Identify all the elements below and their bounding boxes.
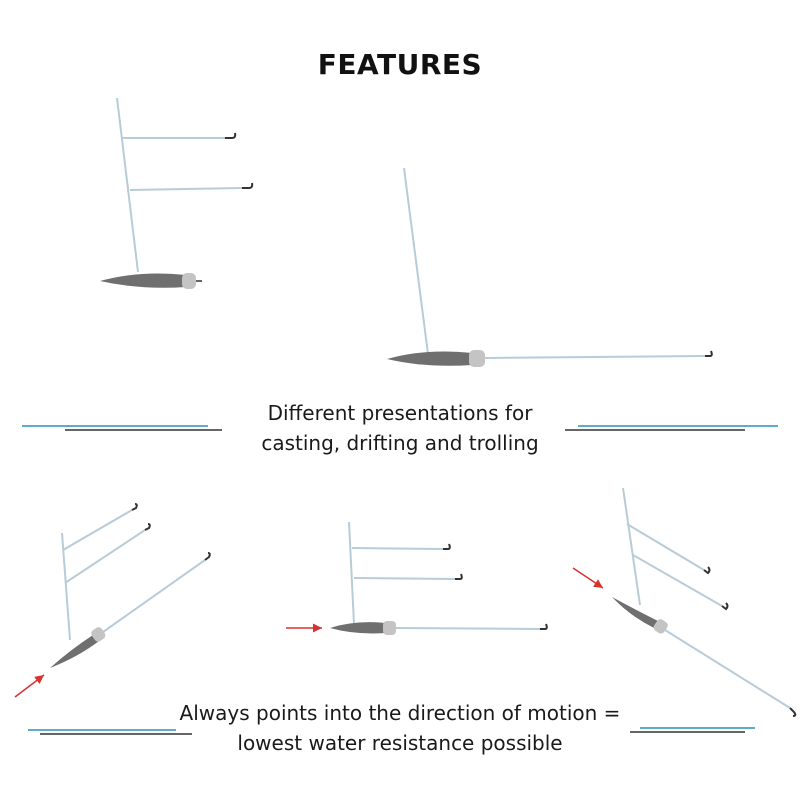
swivel-icon	[182, 273, 196, 289]
hook-icon	[204, 552, 211, 561]
hook-icon	[540, 623, 548, 630]
page-title: FEATURES	[317, 48, 483, 81]
dropper-line	[353, 577, 456, 580]
hook-icon	[225, 132, 237, 139]
sinker-icon	[100, 273, 186, 288]
hook-icon	[789, 707, 797, 717]
divider-accent-top	[22, 425, 778, 431]
caption-line: casting, drifting and trolling	[261, 431, 539, 455]
caption-line: Always points into the direction of moti…	[179, 701, 621, 725]
hook-icon	[242, 182, 254, 189]
main-line	[116, 97, 139, 273]
swivel-icon	[91, 627, 106, 642]
leader-line	[484, 355, 706, 359]
rig-casting	[100, 97, 254, 289]
main-line	[403, 167, 429, 355]
dropper-line	[632, 554, 723, 607]
caption-line: Different presentations for	[267, 401, 533, 425]
hook-icon	[721, 602, 729, 611]
sinker-icon	[330, 622, 386, 634]
hook-icon	[144, 523, 151, 531]
sinker-icon	[50, 635, 99, 668]
leader-line	[395, 627, 541, 630]
sinker-icon	[387, 351, 472, 366]
leader-line	[102, 559, 206, 633]
hook-icon	[705, 350, 713, 357]
dropper-line	[62, 509, 133, 551]
caption-direction: Always points into the direction of moti…	[0, 698, 800, 758]
rig-trolling	[387, 167, 713, 367]
dropper-line	[64, 529, 146, 584]
motion-arrow-icon	[572, 567, 604, 589]
dropper-line	[626, 523, 705, 571]
caption-line: lowest water resistance possible	[237, 731, 563, 755]
divider-accent-bottom	[28, 727, 755, 735]
main-line	[348, 521, 355, 625]
rig-angled-right	[572, 487, 797, 717]
dropper-line	[129, 187, 243, 191]
swivel-icon	[653, 619, 668, 634]
rig-horizontal	[286, 521, 548, 635]
caption-presentations: Different presentations for casting, dri…	[0, 398, 800, 458]
dropper-line	[351, 547, 444, 550]
rig-angled-left	[14, 503, 211, 698]
swivel-icon	[469, 350, 485, 367]
swivel-icon	[383, 621, 396, 635]
hook-icon	[443, 543, 451, 550]
leader-line	[664, 629, 791, 709]
hook-icon	[131, 503, 138, 511]
main-line	[622, 487, 641, 606]
hook-icon	[703, 566, 711, 575]
hook-icon	[455, 573, 463, 580]
sinker-icon	[612, 597, 658, 628]
motion-arrow-icon	[14, 674, 45, 698]
main-line	[61, 532, 71, 641]
